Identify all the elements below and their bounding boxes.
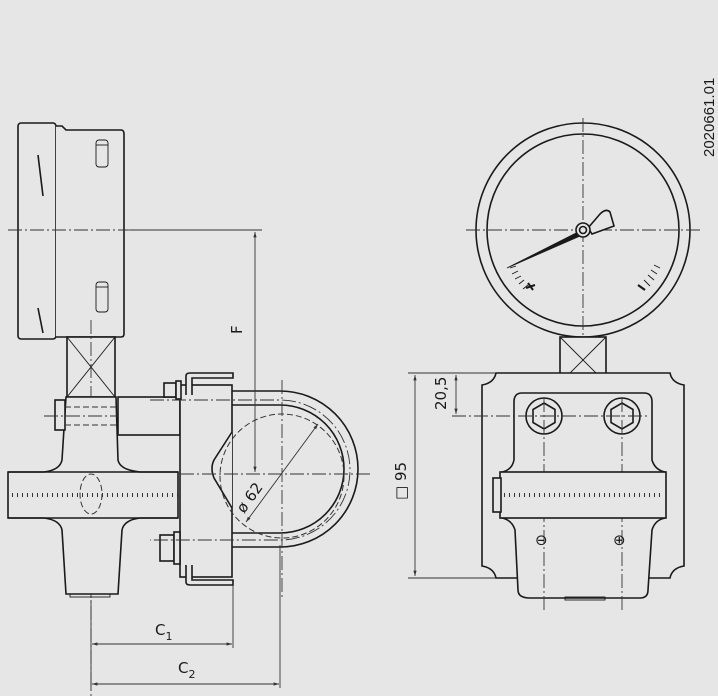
terminal-minus-icon: ⊖ — [535, 531, 548, 549]
gauge-case-side — [17, 122, 125, 340]
mounting-bracket — [159, 372, 234, 586]
front-view: ⊖ ⊕ □ 95 20,5 — [392, 118, 700, 612]
transmitter-body-side — [7, 396, 179, 595]
dimension-20-5-label: 20,5 — [432, 377, 450, 410]
dimension-square-95-label: □ 95 — [392, 462, 410, 500]
drawing-id-label: 2020661.01 — [701, 78, 718, 157]
mounting-arm — [117, 396, 181, 436]
side-view: ø 62 F C1 C2 — [7, 122, 370, 696]
dimension-C1-label: C1 — [155, 621, 172, 643]
diameter-62-label: ø 62 — [233, 479, 267, 516]
gauge-dial — [466, 118, 700, 400]
clamp-band-side — [8, 471, 178, 519]
dial-ticks-right — [637, 264, 661, 291]
hex-nut-left — [54, 399, 66, 431]
terminal-plus-icon: ⊕ — [613, 531, 626, 549]
dimension-F-label: F — [228, 325, 246, 334]
clamp-band-front — [492, 471, 667, 519]
dial-ticks-left — [509, 265, 529, 290]
dimension-C2-label: C2 — [178, 659, 195, 681]
